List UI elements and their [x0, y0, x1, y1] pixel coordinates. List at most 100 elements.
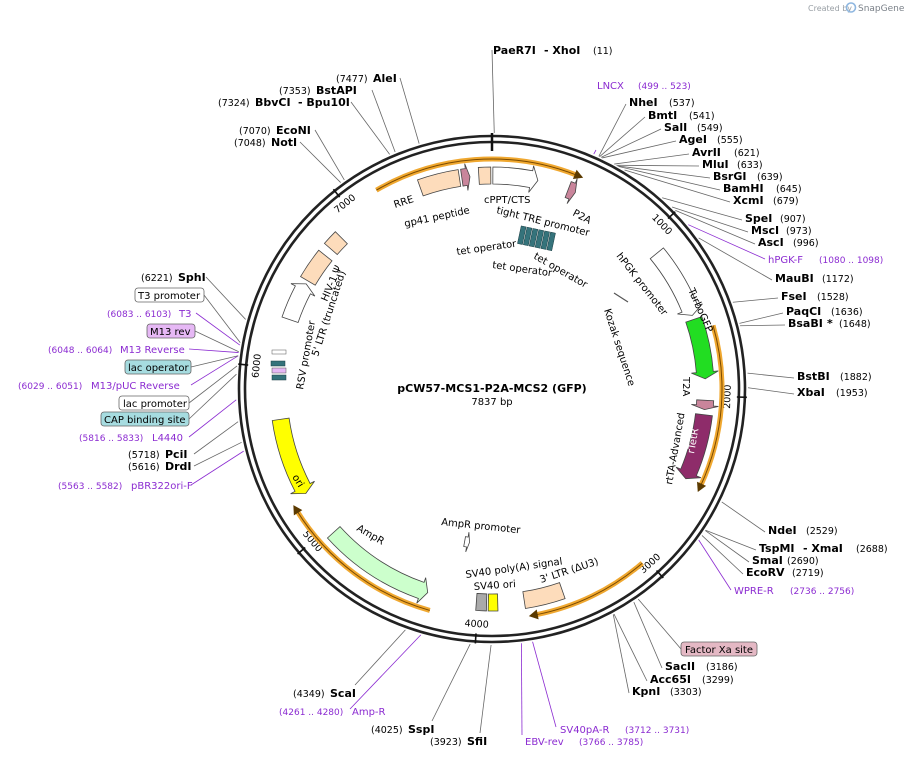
site-pos-paer7i: (11): [593, 46, 613, 57]
amp-promoter-label: AmpR promoter: [441, 517, 522, 536]
leader-bsabi: [740, 324, 786, 327]
orange-arc-core-1: [700, 325, 723, 486]
site-label-nhei: NheI: [629, 96, 658, 109]
orange-arc-head-2: [528, 609, 539, 620]
orange-arc-head-3: [293, 505, 303, 516]
orange-arc-core-3: [296, 510, 430, 611]
sites-right: PaeR7I - XhoI (11) NheI (537) BmtI (541)…: [493, 44, 888, 579]
leader-pcii: [193, 421, 239, 455]
sites-bottom: SacII (3186) Acc65I (3299) KpnI (3303) (…: [293, 660, 738, 748]
site-label-xcmi: XcmI: [733, 194, 764, 207]
site-extra-xhoi: - XhoI: [544, 44, 580, 57]
primer-sv40pa-r: SV40pA-R: [560, 725, 609, 736]
primer-sv40pa-r-range: (3712 .. 3731): [625, 726, 689, 736]
tick-mark-4000: [474, 633, 477, 644]
leader-lines: [188, 49, 795, 736]
leader-bmti: [599, 116, 646, 158]
tet-operator-cluster: [517, 225, 556, 252]
leader-box-2: [188, 365, 238, 404]
leader-box-1: [188, 373, 237, 420]
feature-rsv-promoter: [281, 283, 316, 323]
site-pos-xbai: (1953): [836, 388, 868, 399]
site-pos-ecorv: (2719): [792, 568, 824, 579]
site-pos-maubi: (1172): [822, 274, 854, 285]
lac-promoter-label: lac promoter: [123, 399, 188, 410]
leader-ecorv: [701, 535, 744, 575]
orange-arc-0: [375, 156, 578, 193]
kozak-sequence-mark: [613, 292, 629, 303]
site-label-ndei: NdeI: [768, 524, 797, 537]
site-pos-sspi: (4025): [371, 725, 403, 736]
primer-l4440-range: (5816 .. 5833): [79, 434, 143, 444]
site-label-bmti: BmtI: [648, 109, 677, 122]
leader-noti: [299, 141, 341, 183]
feature-ampr-promoter: [463, 532, 470, 553]
primer-ebv-rev-range: (3766 .. 3785): [579, 738, 643, 748]
leader-primer-amp-r: [349, 634, 422, 710]
site-label-pcii: PciI: [165, 448, 187, 461]
cppt-label: cPPT/CTS: [484, 195, 530, 206]
site-label-ecorv: EcoRV: [746, 566, 785, 579]
leader-box-5: [203, 294, 241, 343]
site-pos-sfii: (3923): [430, 737, 462, 748]
leader-asci: [675, 210, 756, 245]
feature-tight-tre-promoter: [492, 165, 539, 193]
feature-gp41-peptide: [460, 163, 471, 191]
primer-amp-r-range: (4261 .. 4280): [279, 708, 343, 718]
site-label-sphi: SphI: [178, 271, 206, 284]
leader-bstbi: [747, 372, 795, 379]
site-pos-bamhi: (645): [776, 184, 802, 195]
leader-primer-lncx: [593, 149, 597, 155]
feature-arrows: [271, 163, 719, 612]
site-label-noti: NotI: [271, 136, 297, 149]
leader-xbai: [747, 387, 795, 395]
t2a-label: T2A: [680, 376, 691, 396]
feature-t2a: [691, 399, 719, 411]
site-label-sacii: SacII: [665, 660, 695, 673]
leader-primer-m13-puc-reverse: [190, 355, 239, 386]
site-label-msci: MscI: [751, 224, 779, 237]
leader-acc65i: [613, 613, 648, 682]
site-pos-asci: (996): [793, 238, 819, 249]
site-label-fsei: FseI: [781, 290, 807, 303]
leader-tspmi: [705, 529, 757, 551]
site-pos-msci: (973): [786, 226, 812, 237]
leader-bamhi: [618, 166, 721, 191]
leader-fsei: [732, 297, 779, 303]
leader-mlui: [616, 164, 700, 167]
leader-sali: [600, 128, 662, 158]
primer-wpre-r-range: (2736 .. 2756): [790, 587, 854, 597]
leader-primer-t3: [195, 312, 241, 346]
leader-msci: [671, 206, 749, 233]
leader-box-4: [194, 330, 239, 353]
site-pos-sphi: (6221): [141, 273, 173, 284]
lac-markers: [270, 349, 287, 381]
site-pos-bmti: (541): [689, 111, 715, 122]
snapgene-credit: Created by SnapGene: [808, 2, 905, 14]
site-label-sfii: SfiI: [467, 735, 487, 748]
amp-promoter-anchor: [470, 540, 482, 546]
leader-sfii: [479, 644, 492, 734]
rre-label: RRE: [393, 194, 416, 211]
site-pos-drdi: (5616): [128, 462, 160, 473]
credit-prefix: Created by: [808, 4, 852, 13]
lac-operator-label: lac operator: [128, 363, 189, 374]
credit-brand: SnapGene: [858, 4, 905, 14]
site-extra-xmai: - XmaI: [803, 542, 843, 555]
orange-arcs: [293, 156, 725, 620]
ampr-label: AmpR: [355, 523, 386, 547]
site-label-sspi: SspI: [408, 723, 434, 736]
primer-m13puc-reverse: M13/pUC Reverse: [91, 381, 180, 392]
cap-binding-site-label: CAP binding site: [104, 415, 186, 426]
tick-mark-6000: [238, 363, 249, 366]
tick-mark-1000: [667, 211, 676, 220]
site-label-maubi: MauBI: [775, 272, 814, 285]
site-label-bsrgi: BsrGI: [713, 170, 746, 183]
boxed-labels: Factor Xa site CAP binding site lac prom…: [100, 287, 758, 657]
plasmid-name: pCW57-MCS1-P2A-MCS2 (GFP): [397, 382, 586, 395]
primer-ebv-rev: EBV-rev: [525, 737, 564, 748]
site-pos-tspmi: (2688): [856, 544, 888, 555]
site-extra-bsabi-star: *: [827, 317, 833, 330]
site-label-agei: AgeI: [679, 133, 707, 146]
leader-bsrgi: [617, 165, 711, 179]
